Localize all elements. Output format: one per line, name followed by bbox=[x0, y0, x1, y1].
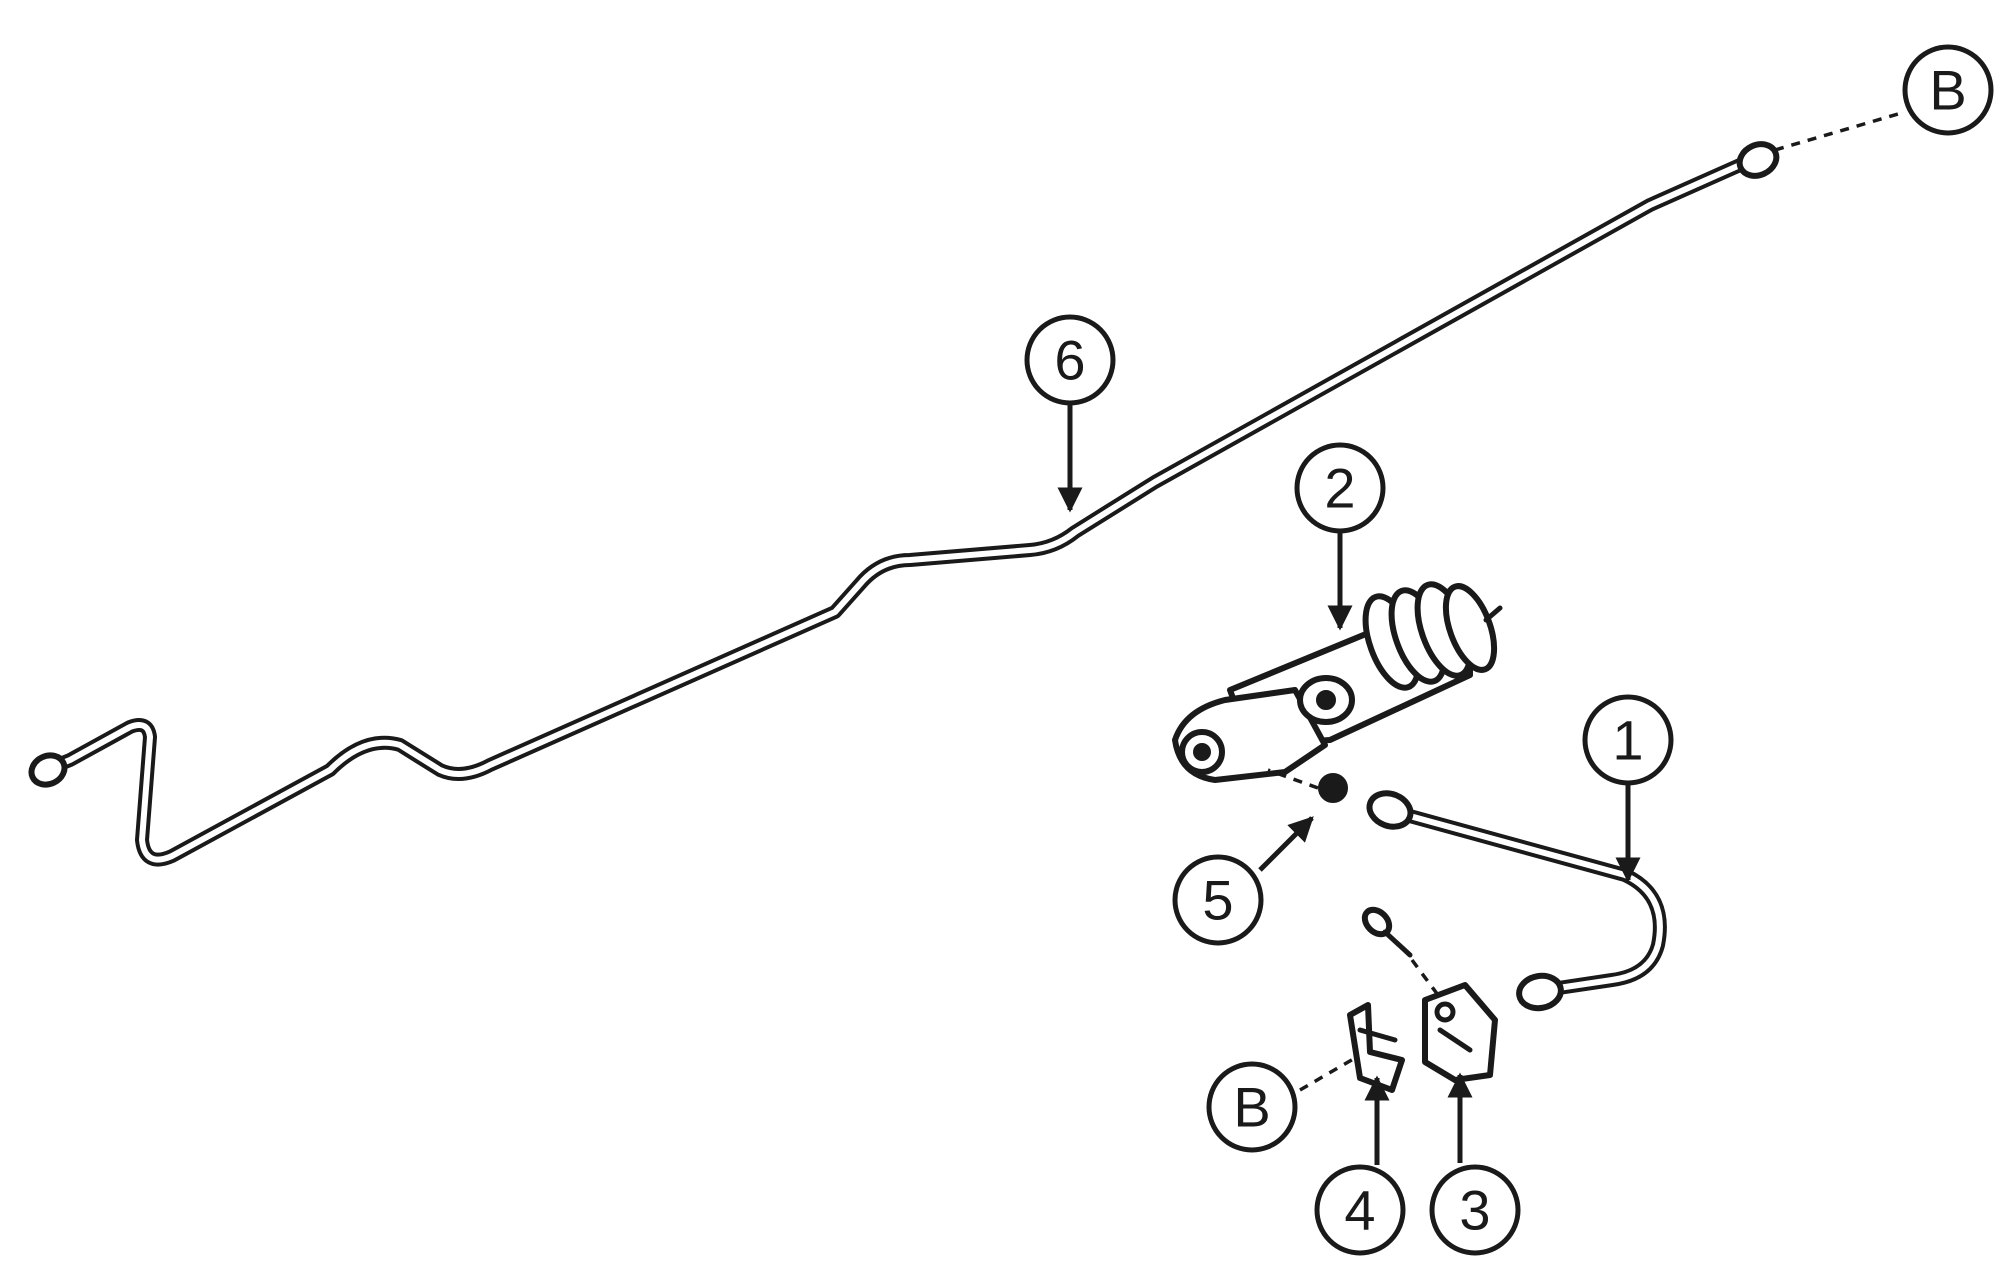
callout-b-top: B bbox=[1902, 44, 1994, 136]
callout-1: 1 bbox=[1582, 694, 1674, 786]
callout-1-label: 1 bbox=[1612, 709, 1643, 772]
b-link-bottom bbox=[1299, 1056, 1356, 1092]
callout-5-label: 5 bbox=[1202, 869, 1233, 932]
callout-5: 5 bbox=[1172, 854, 1264, 946]
callout-3: 3 bbox=[1429, 1164, 1521, 1256]
slave-cylinder bbox=[1172, 581, 1503, 783]
hydraulic-pipe-short bbox=[1366, 790, 1667, 1012]
callout-4: 4 bbox=[1314, 1164, 1406, 1256]
callout-2-label: 2 bbox=[1324, 457, 1355, 520]
callout-3-label: 3 bbox=[1459, 1179, 1490, 1242]
leader-5 bbox=[1258, 816, 1314, 872]
mounting-bolt bbox=[1361, 906, 1440, 997]
callout-6-label: 6 bbox=[1054, 329, 1085, 392]
callout-b-top-label: B bbox=[1929, 59, 1966, 122]
callout-6: 6 bbox=[1024, 314, 1116, 406]
b-link-top bbox=[1774, 110, 1906, 152]
bracket bbox=[1422, 982, 1498, 1083]
retaining-clip bbox=[1347, 1002, 1405, 1093]
callout-b-bottom: B bbox=[1206, 1061, 1298, 1153]
bleed-nipple bbox=[1267, 768, 1348, 803]
callout-2: 2 bbox=[1294, 442, 1386, 534]
hydraulic-pipe-long bbox=[28, 141, 1780, 867]
callout-b-bottom-label: B bbox=[1233, 1076, 1270, 1139]
callout-4-label: 4 bbox=[1344, 1179, 1375, 1242]
